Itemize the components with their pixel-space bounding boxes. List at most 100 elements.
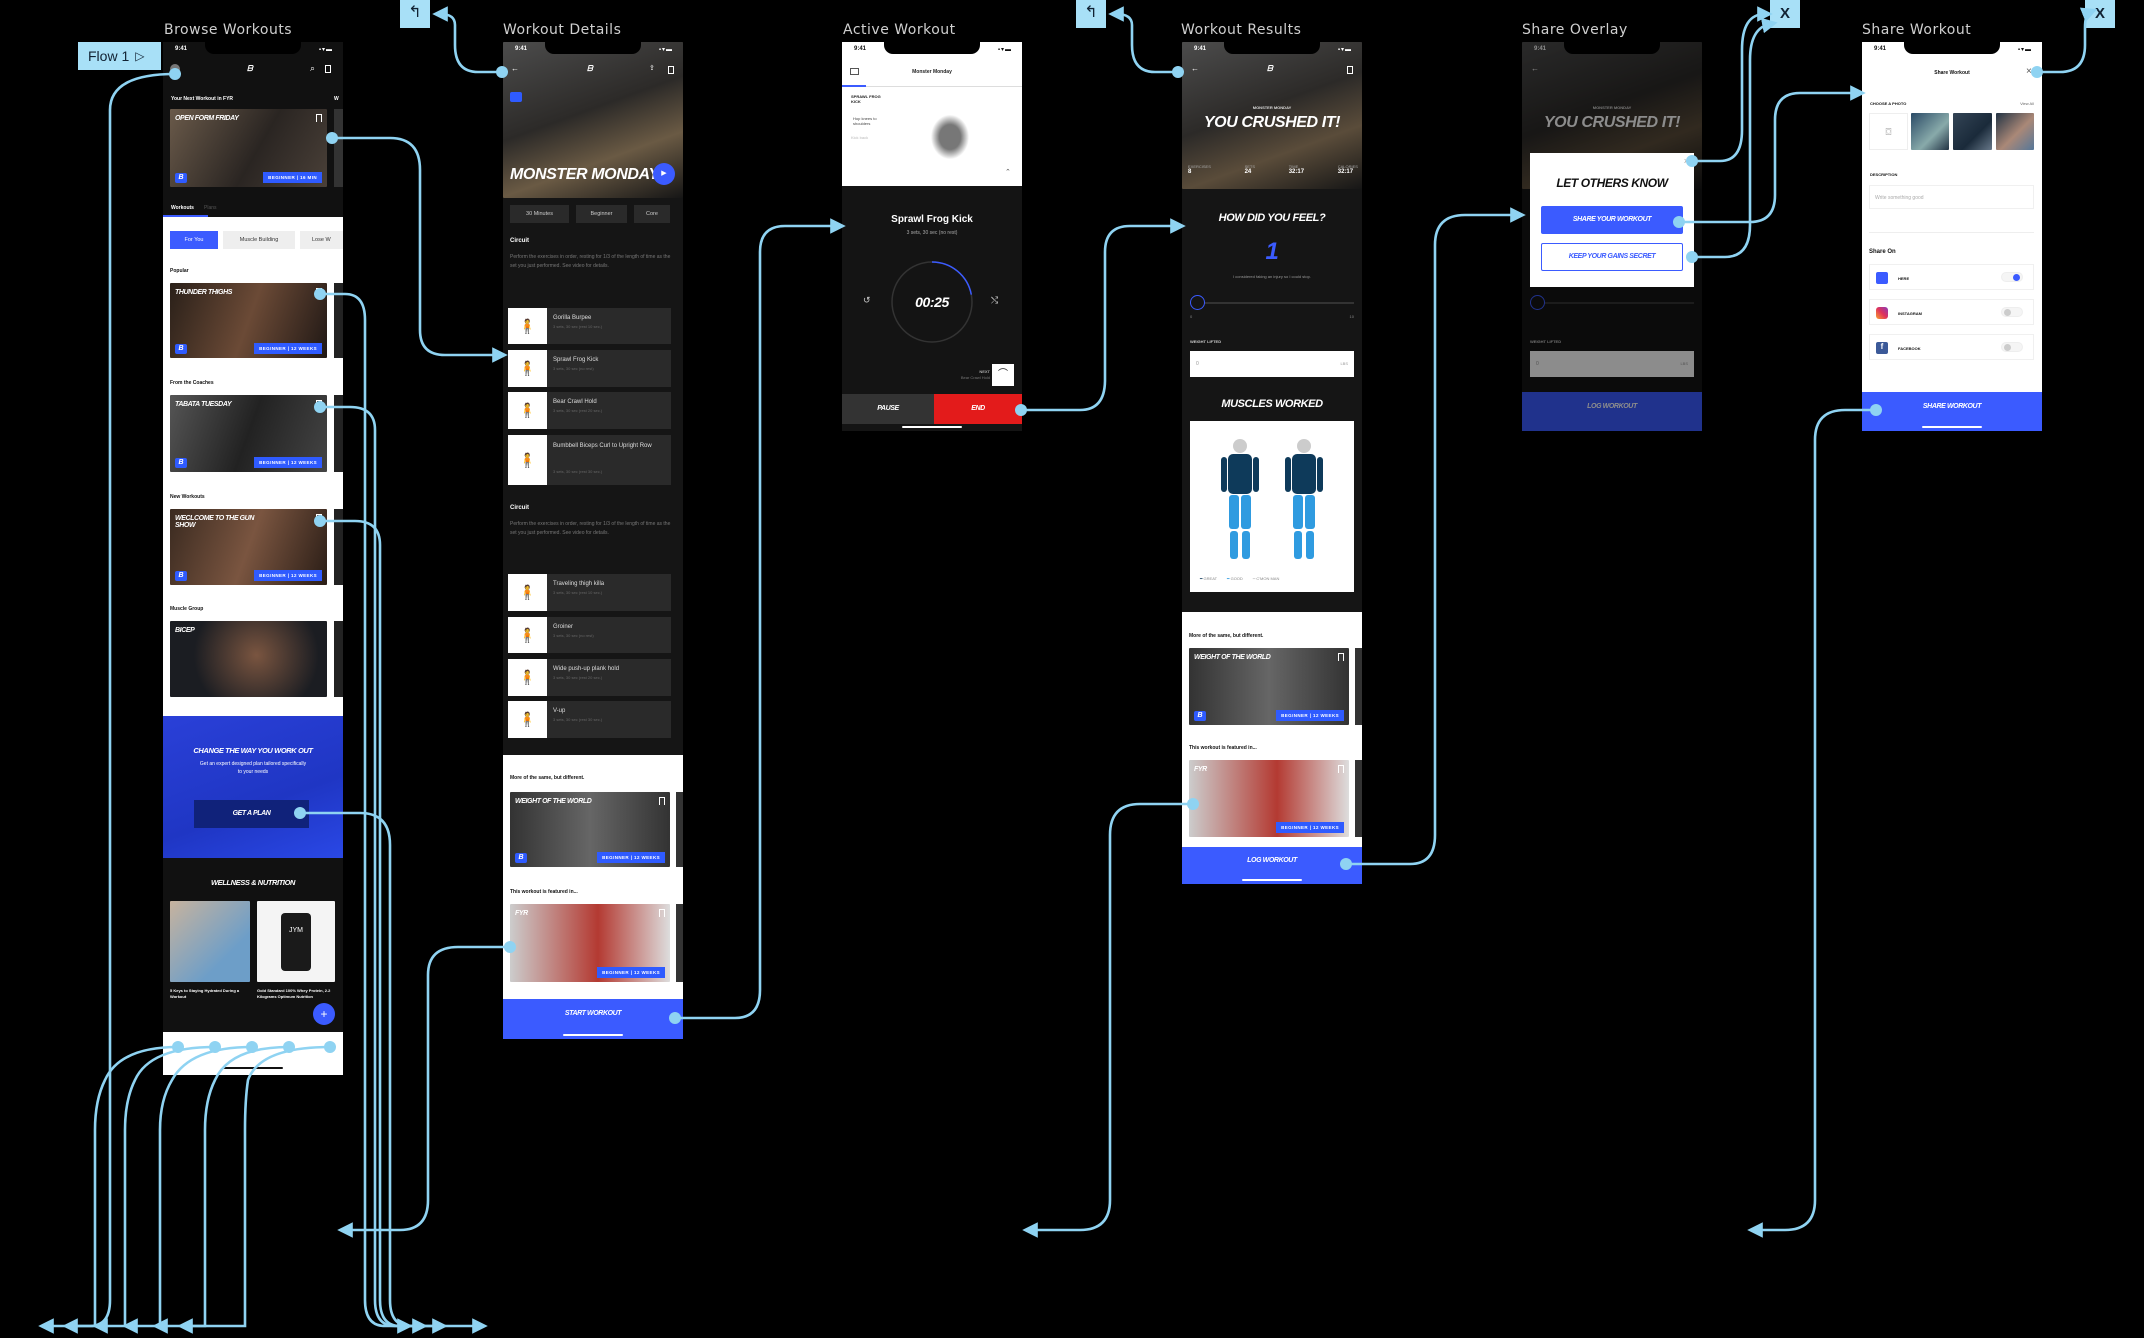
muscle-map: ━ GREAT ━ GOOD ━ C'MON MAN bbox=[1190, 421, 1354, 592]
toggle[interactable] bbox=[2001, 307, 2023, 317]
product-image[interactable]: JYM bbox=[257, 901, 335, 982]
view-all-link[interactable]: View All bbox=[2020, 101, 2034, 106]
active-workout-screen: 9:41 ▪▾▬ Monster Monday SPRAWL FROG KICK… bbox=[842, 42, 1022, 431]
bookmark-icon[interactable] bbox=[668, 66, 674, 74]
program-card-fyr[interactable]: FYR BEGINNER | 12 WEEKS bbox=[1189, 760, 1349, 837]
skip-icon[interactable]: ⤭ bbox=[991, 295, 999, 305]
get-a-plan-button[interactable]: Get a Plan bbox=[194, 800, 309, 828]
bookmark-icon[interactable] bbox=[316, 400, 322, 408]
workout-card-gun-show[interactable]: Weclcome to the Gun Show B BEGINNER | 12… bbox=[170, 509, 327, 585]
chevron-up-icon[interactable]: ⌃ bbox=[1005, 169, 1011, 176]
connector bbox=[337, 945, 510, 1238]
chip-lose-weight[interactable]: Lose W bbox=[300, 231, 343, 249]
description-input[interactable]: Write something good bbox=[1869, 185, 2034, 209]
flow-start-badge[interactable]: Flow 1 ▷ bbox=[78, 42, 161, 70]
slider-thumb[interactable] bbox=[1190, 295, 1205, 310]
article-image[interactable] bbox=[170, 901, 250, 982]
chip-muscle-building[interactable]: Muscle Building bbox=[223, 231, 295, 249]
share-icon[interactable]: ⇪ bbox=[649, 65, 655, 72]
avatar[interactable] bbox=[170, 64, 180, 74]
workout-card-tabata-tuesday[interactable]: Tabata Tuesday B BEGINNER | 12 WEEKS bbox=[170, 395, 327, 472]
play-video-button[interactable]: ▶ bbox=[653, 163, 675, 185]
add-fab-button[interactable]: + bbox=[313, 1003, 335, 1025]
screen-label-browse: Browse Workouts bbox=[164, 22, 293, 38]
exercise-thumbnail: 🧍 bbox=[508, 435, 547, 485]
photo-thumbnail[interactable] bbox=[1996, 113, 2034, 150]
screen-label-details: Workout Details bbox=[503, 22, 622, 38]
status-time: 9:41 bbox=[175, 46, 188, 52]
close-target-icon[interactable]: X bbox=[1770, 0, 1800, 28]
share-your-workout-button[interactable]: Share Your Workout bbox=[1541, 206, 1683, 234]
body-diagram bbox=[1221, 439, 1323, 559]
keep-gains-secret-button[interactable]: Keep Your Gains Secret bbox=[1541, 243, 1683, 271]
rewind-icon[interactable]: ↺ bbox=[863, 295, 871, 305]
search-icon[interactable]: ⌕ bbox=[310, 63, 316, 73]
bookmark-icon[interactable] bbox=[325, 65, 331, 73]
pause-button[interactable]: Pause bbox=[842, 394, 934, 424]
photo-thumbnail[interactable] bbox=[1911, 113, 1949, 150]
workout-card-weight-of-the-world[interactable]: Weight of the World B BEGINNER | 12 WEEK… bbox=[510, 792, 670, 867]
workout-card-weight-of-the-world[interactable]: Weight of the World B BEGINNER | 12 WEEK… bbox=[1189, 648, 1349, 725]
bookmark-icon[interactable] bbox=[316, 514, 322, 522]
share-option-here[interactable]: HERE bbox=[1869, 264, 2034, 290]
end-button[interactable]: End bbox=[934, 394, 1022, 424]
muscle-group-card-bicep[interactable]: Bicep bbox=[170, 621, 327, 697]
camera-button[interactable]: ⌼ bbox=[1869, 113, 1908, 150]
brand-logo-icon bbox=[1876, 272, 1888, 284]
cast-icon[interactable] bbox=[850, 68, 859, 75]
start-workout-button[interactable]: Start Workout bbox=[503, 999, 683, 1039]
connector bbox=[122, 1045, 253, 1334]
chip-level: Beginner bbox=[576, 205, 627, 223]
share-option-facebook[interactable]: f FACEBOOK bbox=[1869, 334, 2034, 360]
close-target-icon[interactable]: X bbox=[2085, 0, 2115, 28]
tab-plans[interactable]: Plans bbox=[204, 205, 217, 211]
chip-for-you[interactable]: For You bbox=[170, 231, 218, 249]
bookmark-icon[interactable] bbox=[1338, 653, 1344, 661]
circuit-heading: Circuit bbox=[510, 505, 530, 511]
close-icon[interactable]: × bbox=[1683, 156, 1689, 166]
brand-logo-icon: B bbox=[175, 344, 187, 354]
section-heading: Muscle Group bbox=[170, 606, 204, 612]
toggle[interactable] bbox=[2001, 272, 2023, 282]
feel-rating: 1 bbox=[1265, 238, 1279, 265]
next-exercise-thumbnail[interactable]: ⌒ bbox=[992, 364, 1014, 386]
weight-lifted-input[interactable]: 0 LBS bbox=[1190, 351, 1354, 377]
program-card-fyr[interactable]: FYR BEGINNER | 12 WEEKS bbox=[510, 904, 670, 982]
toggle[interactable] bbox=[2001, 342, 2023, 352]
log-workout-button[interactable]: Log Workout bbox=[1182, 847, 1362, 884]
back-target-icon[interactable]: ↰ bbox=[400, 0, 430, 28]
bookmark-icon[interactable] bbox=[659, 797, 665, 805]
exercise-thumbnail: 🧍 bbox=[508, 350, 547, 387]
bookmark-icon[interactable] bbox=[316, 114, 322, 122]
share-workout-button[interactable]: Share Workout bbox=[1862, 392, 2042, 431]
facebook-icon: f bbox=[1876, 342, 1888, 354]
bookmark-icon[interactable] bbox=[1338, 765, 1344, 773]
article-caption[interactable]: Gold Standard 100% Whey Protein, 2.2 Kil… bbox=[257, 988, 331, 999]
workout-card-thunder-thighs[interactable]: Thunder Thighs B BEGINNER | 12 WEEKS bbox=[170, 283, 327, 358]
bookmark-icon[interactable] bbox=[1347, 66, 1353, 74]
back-target-icon[interactable]: ↰ bbox=[1076, 0, 1106, 28]
article-caption[interactable]: 5 Keys to Staying Hydrated During a Work… bbox=[170, 988, 240, 999]
back-arrow-icon[interactable]: ← bbox=[1191, 64, 1199, 73]
next-workout-card[interactable]: Open Form Friday B BEGINNER | 16 MIN bbox=[170, 109, 327, 187]
close-icon[interactable]: × bbox=[2026, 66, 2032, 77]
brand-badge-icon bbox=[510, 92, 522, 102]
bookmark-icon[interactable] bbox=[316, 288, 322, 296]
bookmark-icon[interactable] bbox=[659, 909, 665, 917]
flow-label: Flow 1 bbox=[88, 48, 130, 64]
back-arrow-icon: ← bbox=[1531, 64, 1539, 73]
brand-logo-icon: B bbox=[175, 173, 187, 183]
share-option-instagram[interactable]: INSTAGRAM bbox=[1869, 299, 2034, 325]
back-arrow-icon[interactable]: ← bbox=[511, 64, 519, 73]
feel-slider[interactable] bbox=[1190, 295, 1354, 310]
photo-thumbnail[interactable] bbox=[1953, 113, 1992, 150]
tab-workouts[interactable]: Workouts bbox=[171, 205, 194, 211]
